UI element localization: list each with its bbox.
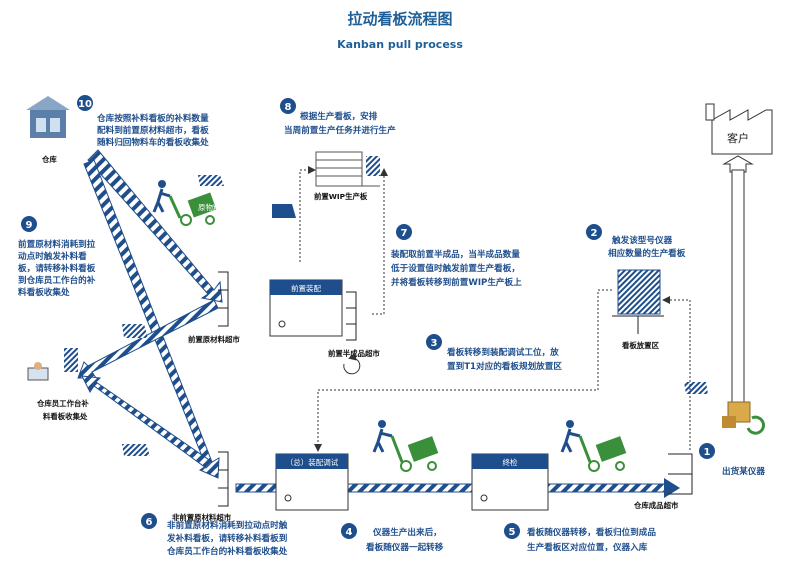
ship-instrument-label: 出货某仪器 — [722, 465, 765, 477]
warehouse-label: 仓库 — [41, 155, 57, 164]
step-5-number: 5 — [509, 527, 516, 538]
step-1-badge — [699, 443, 715, 459]
cycle-icon — [343, 352, 361, 375]
delivery-box-icon — [722, 401, 765, 435]
workstation-label-2: 料看板收集处 — [43, 412, 88, 421]
step-7-badge — [396, 224, 412, 240]
kanban-card-icon — [122, 444, 150, 456]
kanban-card-icon — [684, 382, 708, 394]
step-3-line-1: 看板转移到装配调试工位，放 — [447, 346, 559, 358]
step-6-line-1: 非前置原材料消耗到拉动点时触 — [167, 519, 288, 531]
step-10-number: 10 — [78, 99, 92, 110]
kanban-placement-rack — [612, 269, 664, 334]
customer-factory-icon — [705, 103, 773, 155]
finished-market-label: 仓库成品超市 — [633, 501, 679, 510]
front-assembly-box — [269, 279, 343, 337]
front-semi-market-label: 前置半成品超市 — [328, 349, 380, 358]
step-3-line-2: 置到T1对应的看板规划放置区 — [447, 360, 562, 372]
step-8-number: 8 — [285, 102, 292, 113]
workstation-label-1: 仓库员工作台补 — [36, 399, 89, 408]
step-2-badge — [586, 224, 602, 240]
step-2-line-1: 触发该型号仪器 — [611, 234, 673, 246]
step-10-badge — [77, 95, 93, 111]
step-9-line-2: 动点时触发补料看 — [18, 250, 87, 262]
kanban-card-icon — [122, 324, 148, 338]
warehouse-workstation-icon — [27, 348, 78, 381]
warehouse-to-front-market-arrow — [87, 149, 223, 303]
step-9-line-4: 到仓库员工作台的补 — [18, 274, 96, 286]
front-assembly-label: 前置装配 — [291, 283, 321, 293]
step-10-line-2: 配料到前置原材料超市，看板 — [97, 124, 209, 136]
step-9-line-1: 前置原材料消耗到拉 — [18, 238, 96, 250]
step-7-line-3: 并将看板转移到前置WIP生产板上 — [391, 276, 522, 288]
final-inspection-label: 终检 — [503, 457, 518, 467]
step-9-number: 9 — [26, 220, 33, 231]
kanban-card-icon — [272, 204, 296, 218]
step-6-number: 6 — [146, 517, 153, 528]
step-9-line-3: 板，请转移补料看板 — [18, 262, 96, 274]
step-3-badge — [426, 334, 442, 350]
finished-to-kanban-line — [662, 296, 691, 450]
cart-label: 原物料 — [198, 202, 221, 212]
step-6-line-2: 发补料看板，请转移补料看板到 — [166, 532, 288, 544]
step-1-number: 1 — [704, 447, 711, 458]
step-5-badge — [504, 523, 520, 539]
transfer-cart-icon — [372, 420, 439, 472]
step-4-badge — [341, 523, 357, 539]
step-9-line-5: 料看板收集处 — [18, 286, 70, 298]
page-title: 拉动看板流程图 — [347, 10, 452, 28]
step-2-number: 2 — [591, 228, 598, 239]
front-material-market-shelf — [218, 271, 229, 327]
customer-label: 客户 — [727, 131, 749, 145]
step-8-badge — [280, 98, 296, 114]
kanban-area-label: 看板放置区 — [621, 341, 660, 350]
main-assembly-box — [275, 453, 349, 511]
step-4-line-1: 仪器生产出来后， — [372, 526, 442, 538]
step-7-line-2: 低于设置值时触发前置生产看板， — [390, 262, 520, 274]
step-10-line-3: 随料归回物料车的看板收集处 — [97, 136, 209, 148]
transfer-cart-icon — [560, 420, 627, 472]
step-5-line-1: 看板随仪器转移，看板归位到成品 — [527, 526, 656, 538]
step-10-line-1: 仓库按照补料看板的补料数量 — [96, 112, 209, 124]
customer-arrow — [722, 155, 754, 421]
semi-market-to-wip-line — [372, 168, 388, 315]
step-3-number: 3 — [431, 338, 438, 349]
step-8-line-2: 当周前置生产任务并进行生产 — [284, 124, 396, 136]
kanban-to-assembly-line — [314, 289, 612, 452]
front-semi-market-shelf — [346, 291, 357, 341]
page-subtitle: Kanban pull process — [337, 38, 463, 51]
step-2-line-2: 相应数量的生产看板 — [608, 247, 686, 259]
finished-goods-market-shelf — [668, 453, 693, 495]
step-6-badge — [141, 513, 157, 529]
step-9-badge — [21, 216, 37, 232]
step-7-number: 7 — [401, 228, 408, 239]
step-4-line-2: 看板随仪器一起转移 — [366, 541, 444, 553]
kanban-card-icon — [198, 175, 224, 186]
front-wip-board-label: 前置WIP生产板 — [314, 192, 368, 201]
front-wip-board-icon — [315, 151, 380, 187]
main-assembly-label: （总）装配调试 — [286, 457, 339, 467]
conveyor-belt — [235, 478, 680, 498]
step-8-line-1: 根据生产看板，安排 — [300, 110, 378, 122]
material-cart-person-icon: 原物料 — [152, 180, 221, 226]
front-material-market-label: 前置原材料超市 — [188, 335, 240, 344]
wip-board-to-assembly-line — [299, 166, 316, 262]
step-4-number: 4 — [346, 527, 353, 538]
final-inspection-box — [471, 453, 549, 511]
step-5-line-2: 生产看板区对应位置，仪器入库 — [527, 541, 648, 553]
nonfront-material-market-shelf — [218, 451, 229, 507]
step-6-line-3: 仓库员工作台的补料看板收集处 — [166, 545, 288, 557]
step-7-line-1: 装配取前置半成品，当半成品数量 — [390, 248, 520, 260]
warehouse-icon — [26, 96, 70, 138]
nonfront-market-label: 非前置原材料超市 — [172, 513, 232, 522]
nonfront-market-to-workstation-arrow — [81, 375, 213, 469]
